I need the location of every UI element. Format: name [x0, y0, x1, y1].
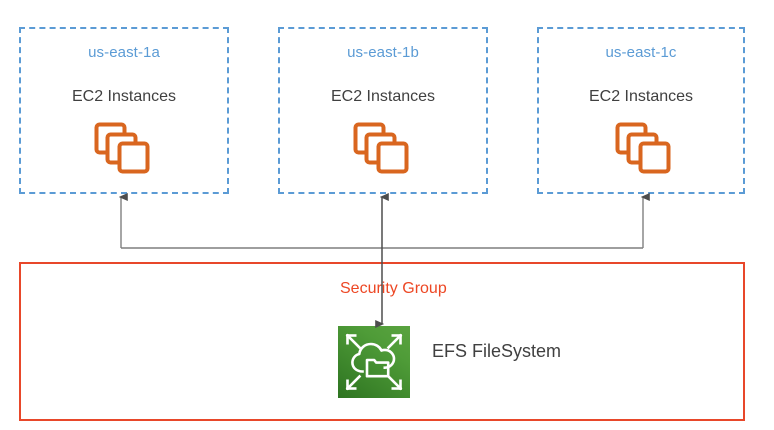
efs-filesystem-label: EFS FileSystem [432, 341, 562, 361]
availability-zone-label: us-east-1b [347, 44, 419, 61]
ec2-instances-icon[interactable] [353, 122, 411, 174]
security-group-label: Security Group [340, 280, 447, 297]
ec2-instances-icon[interactable] [94, 122, 152, 174]
availability-zone-label: us-east-1a [88, 44, 160, 61]
efs-filesystem-icon[interactable] [338, 326, 410, 398]
availability-zone-box-us-east-1c[interactable]: us-east-1c EC2 Instances [537, 27, 745, 194]
ec2-instances-label: EC2 Instances [330, 88, 436, 105]
ec2-instances-label: EC2 Instances [71, 88, 177, 105]
availability-zone-box-us-east-1b[interactable]: us-east-1b EC2 Instances [278, 27, 488, 194]
availability-zone-box-us-east-1a[interactable]: us-east-1a EC2 Instances [19, 27, 229, 194]
availability-zone-label: us-east-1c [605, 44, 677, 61]
ec2-instances-icon[interactable] [615, 122, 673, 174]
ec2-instances-label: EC2 Instances [588, 88, 694, 105]
